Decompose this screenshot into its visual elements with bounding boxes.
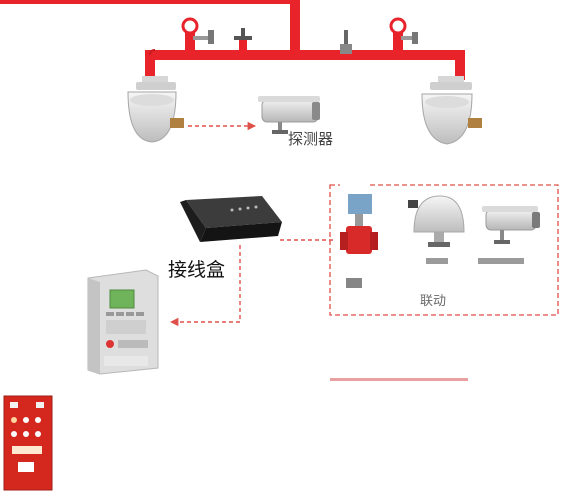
junction-box-icon [180, 196, 282, 242]
flow-valve-icon [340, 194, 378, 254]
linkage-group-frame [329, 184, 559, 316]
dome-camera-icon [408, 195, 465, 247]
pipe-network [0, 0, 465, 80]
junction-box-label: 接线盒 [168, 259, 226, 281]
water-cannon-left-icon [127, 76, 184, 143]
linkage-label: 联动 [420, 294, 447, 309]
control-cabinet-icon [3, 395, 53, 491]
valve-2-icon [234, 28, 252, 52]
fire-control-panel-icon [87, 269, 159, 375]
valve-1-icon [181, 17, 214, 52]
detector-label: 探测器 [288, 130, 334, 148]
bullet-camera-icon [482, 206, 540, 244]
water-cannon-right-icon [421, 76, 482, 145]
valve-3-icon [340, 30, 352, 54]
link-junction-panel [170, 245, 241, 327]
valve-4-icon [389, 17, 418, 52]
infrared-detector-top-icon [258, 96, 320, 134]
